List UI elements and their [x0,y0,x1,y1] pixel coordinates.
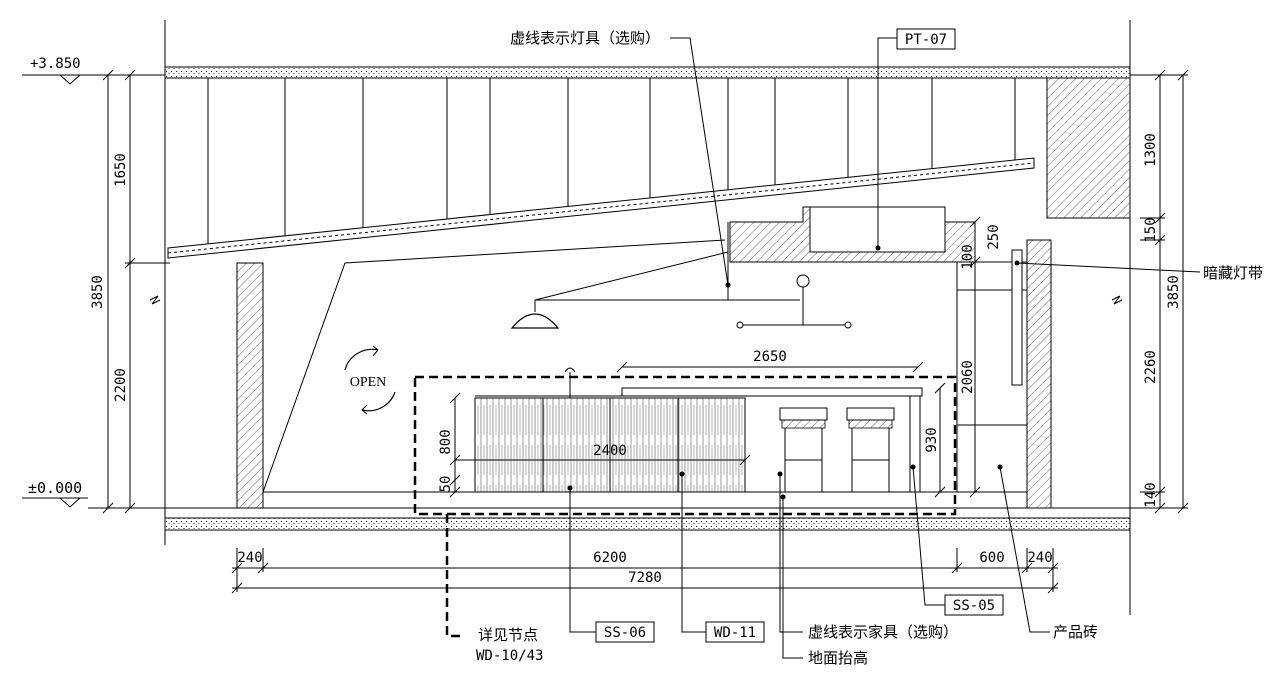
dim-b240-right: 240 [1027,550,1052,566]
left-dimensions: 1650 3850 2200 [88,69,170,514]
tag-pt07: PT-07 [905,32,947,48]
dim-b240-left: 240 [237,550,262,566]
leader-dashed-lights: 虚线表示灯具（选购） [510,30,731,288]
dim-left-upper: 1650 [113,153,129,187]
dim-2060: 2060 [960,360,976,394]
dim-right-140: 140 [1143,482,1159,507]
pendant-light [510,222,852,329]
detail-box [413,375,957,638]
level-top-text: +3.850 [30,56,81,72]
dim-800: 800 [438,429,454,454]
suspension-rods [207,78,1016,248]
dim-2400: 2400 [593,443,627,459]
right-dimensions: 1300 150 3850 2260 140 [1111,69,1189,514]
inner-dimensions: 250 100 2060 930 [924,216,1002,498]
dim-930: 930 [924,427,940,452]
sloped-ceiling [167,157,1035,259]
label-hidden-led: 暗藏灯带 [1203,265,1263,282]
leader-furniture: 虚线表示家具（选购） 地面抬高 [777,471,958,667]
dim-left-total: 3850 [90,275,106,309]
dim-2650: 2650 [753,349,787,365]
dim-right-upper: 1300 [1143,133,1159,167]
tag-ss05: SS-05 [953,598,995,614]
level-floor-text: ±0.000 [28,479,82,497]
dim-left-lower: 2200 [113,368,129,402]
stair-profile [262,239,726,493]
open-label: OPEN [350,375,387,390]
floor-slab [164,507,1131,531]
leader-wd11: WD-11 [679,471,765,643]
label-raised-floor: 地面抬高 [808,650,868,667]
label-tile: 产品砖 [1053,624,1098,641]
leader-hidden-led: 暗藏灯带 [1014,260,1263,282]
leader-detail: 详见节点 WD-10/43 [476,627,543,664]
dim-50: 50 [438,476,454,493]
raised-floor-platform [262,491,1028,509]
leader-ss05: SS-05 [910,464,1004,616]
open-symbol: OPEN [344,345,396,415]
dim-right-total: 3850 [1166,275,1182,309]
ceiling-slab [164,66,1131,79]
right-wall [1026,239,1052,509]
tag-wd11: WD-11 [714,625,756,641]
leader-pt07: PT-07 [875,28,956,251]
label-dashed-furniture: 虚线表示家具（选购） [808,624,958,641]
bulkhead-pt07 [729,206,976,263]
island-dimensions: 2650 2400 800 50 [438,349,924,498]
leader-tile: 产品砖 [997,464,1098,641]
dim-b600: 600 [979,550,1004,566]
tall-cabinet [956,249,1028,493]
dim-right-lower: 2260 [1143,350,1159,384]
left-wall [236,262,264,509]
dim-100: 100 [960,244,976,269]
level-top: +3.850 [22,56,88,85]
ceiling-bulkhead [1046,77,1131,219]
level-floor: ±0.000 [22,479,88,508]
bottom-dimensions: 240 6200 600 240 7280 [231,548,1059,594]
leader-ss06: SS-06 [567,485,655,643]
dim-right-150: 150 [1143,217,1159,242]
bar-stools [779,407,895,492]
island-cabinets [474,367,746,493]
label-detail-line1: 详见节点 [478,627,538,644]
tag-ss06: SS-06 [604,625,646,641]
label-detail-line2: WD-10/43 [476,648,543,664]
label-dashed-lights: 虚线表示灯具（选购） [510,30,660,47]
dim-250: 250 [986,224,1002,249]
dim-b6200: 6200 [593,550,627,566]
dim-b7280: 7280 [628,570,662,586]
